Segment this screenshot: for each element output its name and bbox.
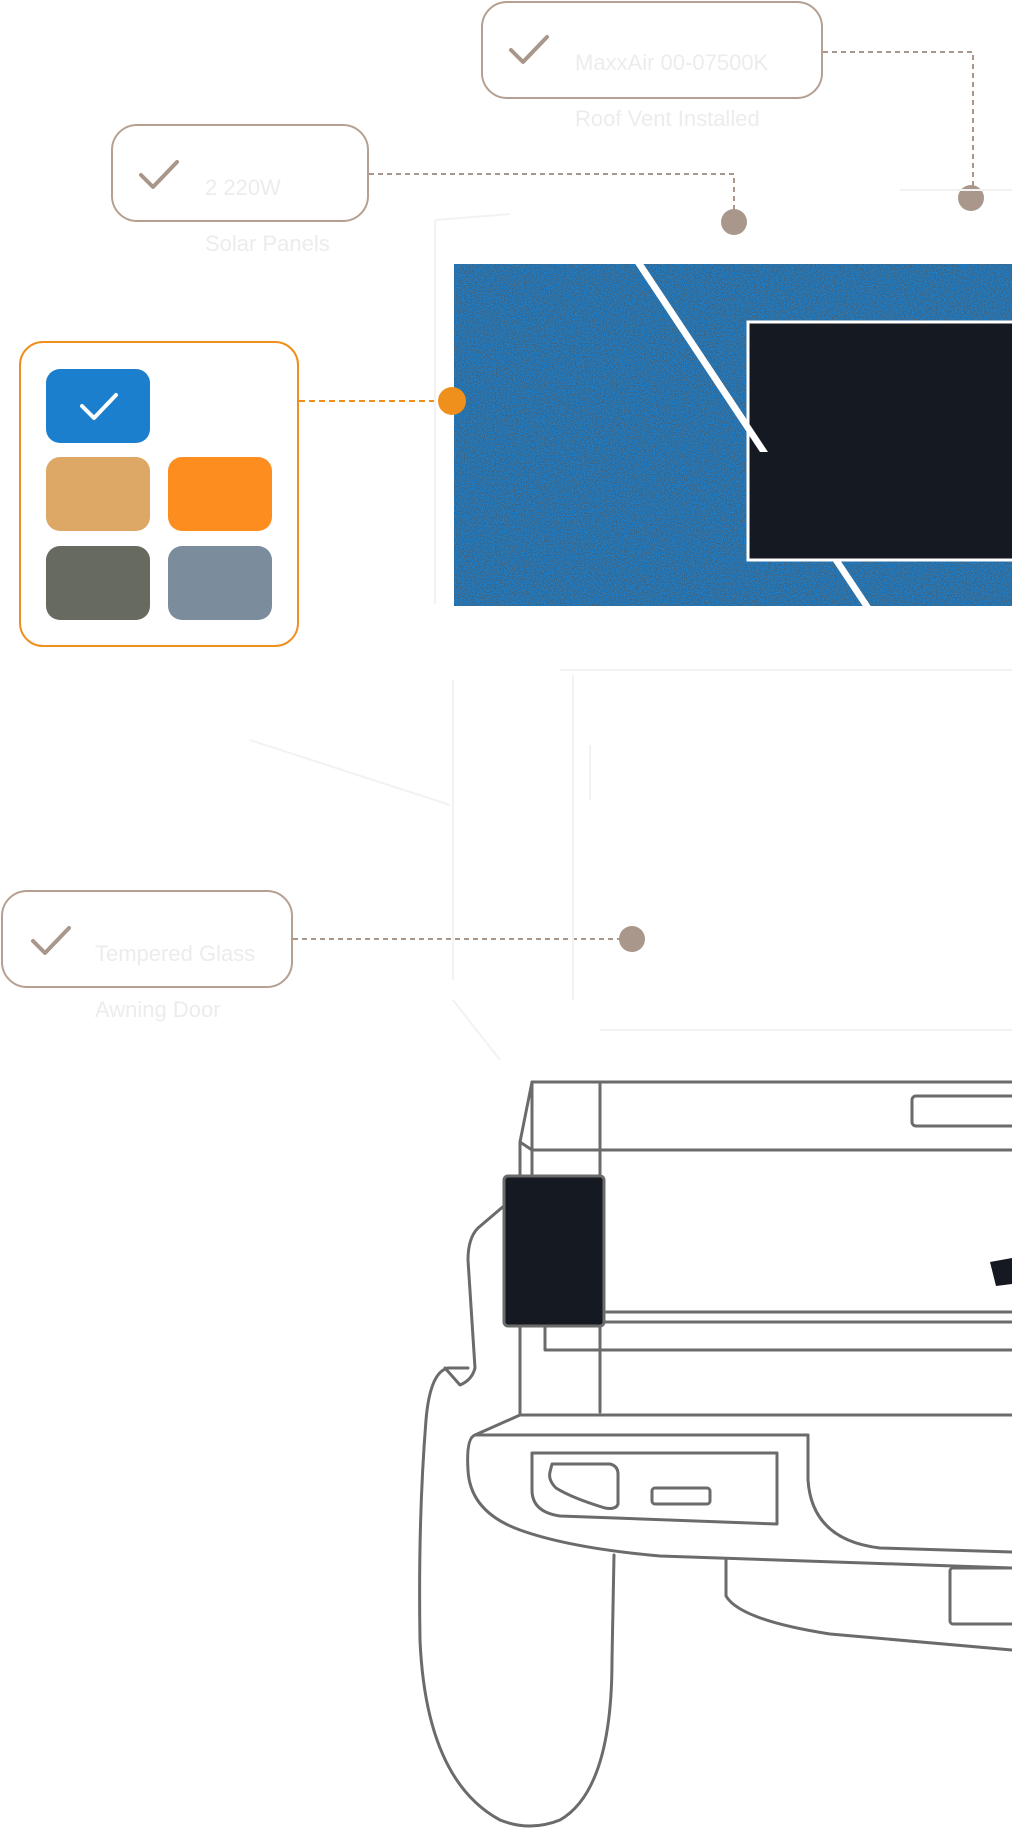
solar-panels-callout[interactable]: 2 220W Solar Panels — [111, 124, 369, 256]
awning-line2: Awning Door — [95, 997, 221, 1022]
color-picker-dot — [438, 387, 466, 415]
roof-vent-line1: MaxxAir 00-07500K — [575, 50, 769, 75]
solar-line2: Solar Panels — [205, 231, 330, 256]
check-icon — [139, 160, 179, 189]
swatch-olive-gray[interactable] — [46, 546, 150, 620]
camper-window — [746, 320, 1012, 562]
roof-vent-callout[interactable]: MaxxAir 00-07500K Roof Vent Installed — [481, 1, 823, 131]
solar-dot — [721, 209, 747, 235]
check-icon — [80, 393, 118, 420]
solar-panels-label: 2 220W Solar Panels — [205, 146, 330, 286]
check-icon — [31, 926, 71, 955]
swatch-slate-blue[interactable] — [168, 546, 272, 620]
check-icon — [509, 35, 549, 64]
awning-door-label: Tempered Glass Awning Door — [95, 912, 255, 1052]
awning-line1: Tempered Glass — [95, 941, 256, 966]
roof-vent-dot — [958, 185, 984, 211]
roof-vent-label: MaxxAir 00-07500K Roof Vent Installed — [575, 21, 768, 161]
truck-rear-window — [502, 1174, 606, 1328]
roof-vent-line2: Roof Vent Installed — [575, 106, 760, 131]
swatch-tan[interactable] — [46, 457, 150, 531]
swatch-blue[interactable] — [46, 369, 150, 443]
solar-line1: 2 220W — [205, 175, 281, 200]
color-picker-panel — [19, 341, 299, 647]
roof-vent-leader — [823, 51, 974, 198]
awning-dot — [619, 926, 645, 952]
awning-door-callout[interactable]: Tempered Glass Awning Door — [1, 890, 293, 1022]
swatch-orange[interactable] — [168, 457, 272, 531]
solar-leader — [369, 173, 735, 222]
